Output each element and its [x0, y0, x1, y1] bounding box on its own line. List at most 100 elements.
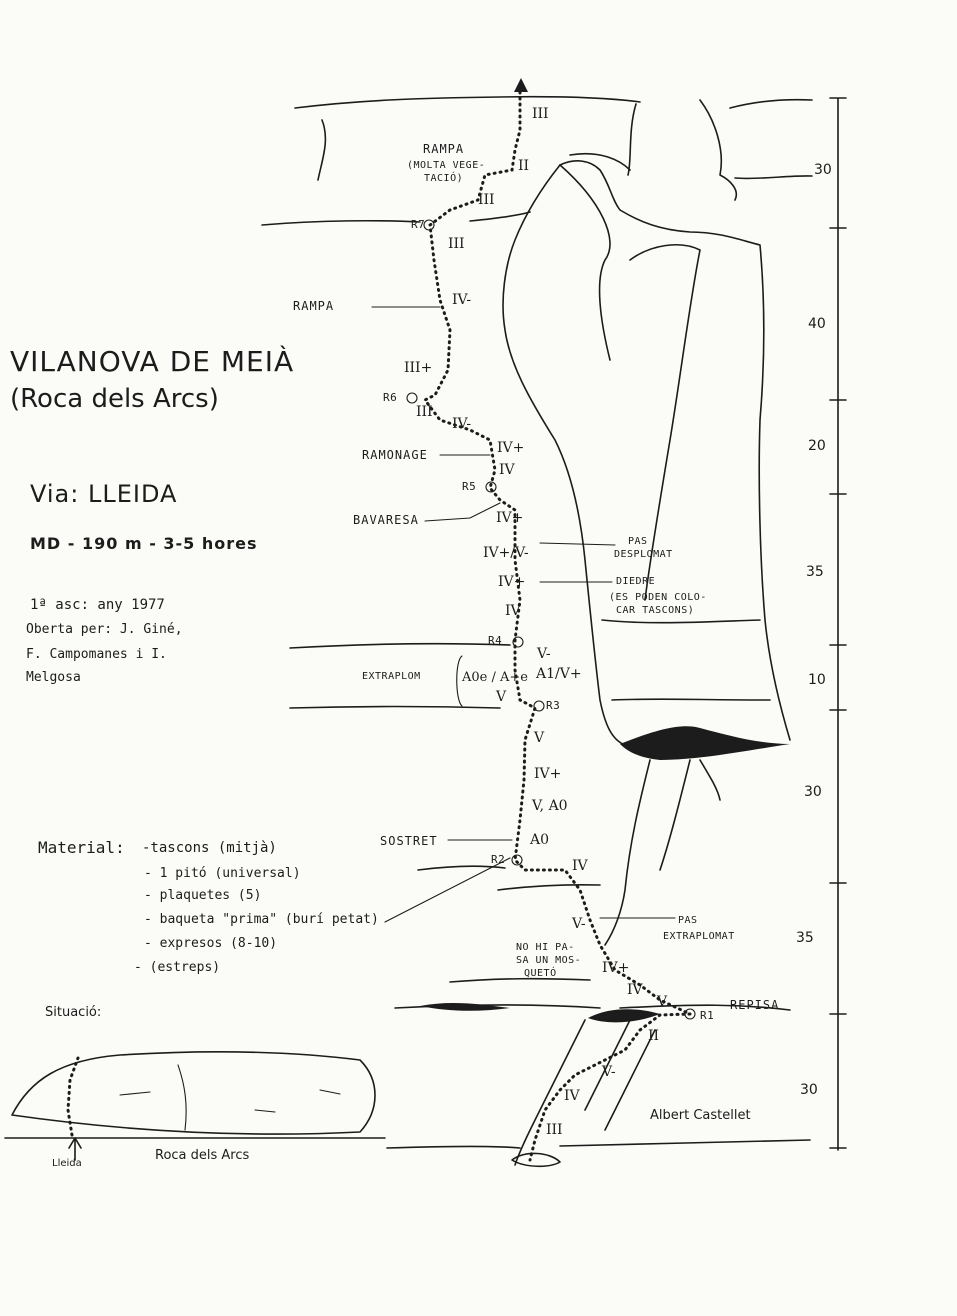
- material-item: - (estreps): [134, 960, 221, 975]
- grade-label: IV+: [498, 574, 526, 590]
- annotation-diedre-note-1: (ES PODEN COLO-: [609, 592, 707, 603]
- annotation-pas-desplomat-2: DESPLOMAT: [614, 549, 673, 560]
- pitch-length: 30: [804, 784, 822, 800]
- lower-wall-line: [449, 977, 591, 983]
- grade-label: IV: [499, 462, 515, 478]
- grade-label: IV: [572, 858, 588, 874]
- pillar-inner-edge-2: [559, 164, 611, 361]
- belay-r1: R1: [700, 1009, 715, 1022]
- grade-label: IV: [564, 1088, 580, 1104]
- leader-baqueta: [384, 857, 511, 923]
- author-signature: Albert Castellet: [650, 1108, 751, 1123]
- overhang-underside: [604, 759, 721, 946]
- material-item: - expresos (8-10): [144, 936, 278, 951]
- belay-r7: R7: [411, 218, 426, 231]
- grade-label: III: [532, 106, 549, 122]
- annotation-pas-desplomat-1: PAS: [628, 536, 648, 547]
- situacio-arrow: [68, 1137, 82, 1161]
- pitch-length: 35: [806, 564, 824, 580]
- boulder: [511, 1152, 561, 1168]
- belay-r3: R3: [546, 699, 561, 712]
- first-ascent-authors-3: Melgosa: [26, 670, 81, 685]
- material-item: - baqueta "prima" (burí petat): [144, 912, 379, 927]
- leader-pas-desplomat: [539, 542, 616, 546]
- pitch-length: 35: [796, 930, 814, 946]
- grade-label: A0: [530, 832, 550, 848]
- grade-label: IV+: [497, 440, 525, 456]
- grade-label: V-: [602, 1064, 616, 1080]
- annotation-mosqueto-2: SA UN MOS-: [516, 955, 582, 966]
- grade-label: III+: [404, 360, 433, 376]
- first-ascent-authors-1: Oberta per: J. Giné,: [26, 622, 183, 637]
- grade-label: IV+: [602, 960, 630, 976]
- belay-r5: R5: [462, 480, 477, 493]
- grade-label: IV-: [452, 416, 472, 432]
- annotation-rampa: RAMPA: [293, 299, 335, 313]
- ledge-line-r7: [261, 211, 531, 226]
- top-crag-outline: [317, 98, 813, 201]
- top-arrow: [514, 78, 528, 92]
- pitch-length: 10: [808, 672, 826, 688]
- belay-r6: R6: [383, 391, 398, 404]
- first-ascent-authors-2: F. Campomanes i I.: [26, 647, 167, 662]
- grade-label: III: [546, 1122, 563, 1138]
- grade-label: V: [657, 994, 668, 1010]
- pitch-length: 30: [800, 1082, 818, 1098]
- annotation-vegetacio-1: (MOLTA VEGE-: [407, 160, 486, 171]
- situacio-rock-outline: [11, 1050, 376, 1135]
- material-label: Material:: [38, 838, 125, 857]
- extraplom-band-lower: [289, 705, 501, 709]
- grade-label: IV-: [452, 292, 472, 308]
- annotation-diedre: DIEDRE: [616, 576, 656, 587]
- situacio-arrow-label: Lleida: [52, 1158, 82, 1169]
- annotation-diedre-note-2: CAR TASCONS): [616, 605, 695, 616]
- situacio-route: [66, 1056, 80, 1137]
- annotation-vegetacio-2: TACIÓ): [424, 173, 464, 184]
- annotation-pas-extraplomat-2: EXTRAPLOMAT: [663, 931, 735, 942]
- route-grade-info: MD - 190 m - 3-5 hores: [30, 534, 258, 553]
- belay-r2: R2: [491, 853, 506, 866]
- page-subtitle: (Roca dels Arcs): [10, 384, 219, 414]
- pillar-outline-right: [559, 160, 791, 741]
- situacio-rock-label: Roca dels Arcs: [155, 1148, 250, 1163]
- annotation-bavaresa: BAVARESA: [353, 513, 419, 527]
- top-ridge-line: [294, 95, 641, 109]
- annotation-extraplom: EXTRAPLOM: [362, 671, 421, 682]
- bracket-extraplom: [456, 655, 463, 707]
- annotation-mosqueto-1: NO HI PA-: [516, 942, 575, 953]
- material-item: - 1 pitó (universal): [144, 866, 301, 881]
- length-scale-axis: [829, 97, 847, 1151]
- grade-label: III: [448, 236, 465, 252]
- route-name: Via: LLEIDA: [30, 480, 178, 508]
- first-ascent-year: 1ª asc: any 1977: [30, 597, 165, 613]
- lower-slab-outline: [514, 1019, 656, 1166]
- situacio-label: Situació:: [45, 1005, 102, 1020]
- route-line-upper: [422, 90, 522, 642]
- material-item: -tascons (mitjà): [142, 840, 277, 856]
- material-item: - plaquetes (5): [144, 888, 262, 903]
- belay-stations: [406, 219, 696, 1020]
- ground-line: [386, 1139, 811, 1149]
- route-line-lower: [528, 1012, 692, 1162]
- extraplom-band-upper: [289, 642, 511, 649]
- annotation-pas-extraplomat-1: PAS: [678, 915, 698, 926]
- pillar-inner-edge: [629, 244, 701, 601]
- route-line-middle: [513, 638, 692, 1016]
- grade-label: II: [648, 1028, 660, 1044]
- pitch-length: 30: [814, 162, 832, 178]
- grade-label: III: [478, 192, 495, 208]
- grade-label: V-: [572, 916, 586, 932]
- situacio-details: [119, 1064, 341, 1131]
- repisa-overhang: [420, 1002, 660, 1023]
- leader-bavaresa: [424, 502, 501, 522]
- annotation-rampa-top: RAMPA: [423, 142, 465, 156]
- grade-label: IV: [627, 982, 643, 998]
- pitch-length: 40: [808, 316, 826, 332]
- repisa-ledge: [394, 1004, 791, 1011]
- belay-r4: R4: [488, 634, 503, 647]
- pitch-length: 20: [808, 438, 826, 454]
- grade-label: IV: [505, 603, 521, 619]
- grade-label: IV+/V-: [483, 545, 529, 561]
- annotation-sostret: SOSTRET: [380, 834, 438, 848]
